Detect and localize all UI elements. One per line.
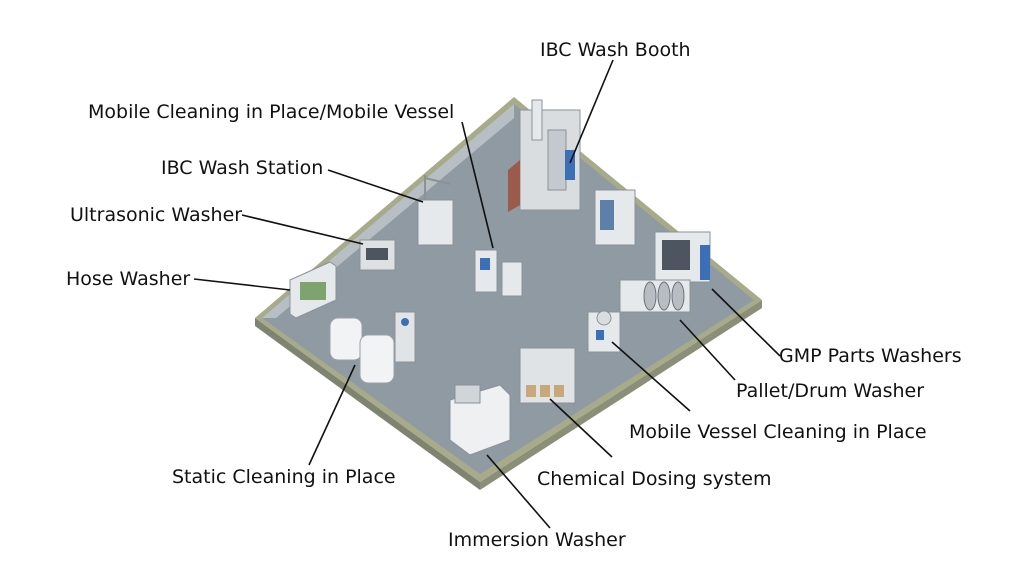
leader-ibc-wash-booth [569, 59, 614, 164]
label-hose-washer: Hose Washer [66, 268, 191, 290]
ibc-wash-booth [508, 99, 581, 212]
ultrasonic-washer-unit [359, 239, 396, 271]
label-mobile-vessel-cip: Mobile Vessel Cleaning in Place [629, 421, 927, 443]
leader-gmp-parts-washers [711, 288, 781, 357]
leader-static-cip [308, 364, 356, 466]
label-ultrasonic-washer: Ultrasonic Washer [70, 204, 243, 226]
mobile-cip-vessel-unit [474, 249, 523, 297]
label-pallet-drum-washer: Pallet/Drum Washer [736, 380, 925, 402]
static-cip-tanks [329, 311, 416, 384]
chemical-dosing-unit [519, 347, 576, 404]
label-immersion-washer: Immersion Washer [448, 529, 626, 551]
label-static-cip: Static Cleaning in Place [172, 466, 396, 488]
leader-immersion-washer [486, 454, 551, 529]
label-mobile-cip-vessel: Mobile Cleaning in Place/Mobile Vessel [88, 101, 455, 123]
leader-lines [193, 59, 781, 529]
gmp-parts-washers [594, 189, 711, 283]
leader-hose-washer [193, 278, 291, 291]
label-ibc-wash-station: IBC Wash Station [161, 157, 324, 179]
ibc-wash-station [417, 175, 454, 246]
leader-ibc-wash-station [327, 169, 424, 203]
label-gmp-parts-washers: GMP Parts Washers [779, 345, 962, 367]
immersion-washer-unit [449, 384, 511, 456]
hose-washer-unit [289, 261, 337, 319]
leader-mobile-cip-vessel [461, 121, 494, 249]
label-chemical-dosing: Chemical Dosing system [537, 468, 772, 490]
leader-ultrasonic-washer [241, 214, 364, 245]
leader-chemical-dosing [549, 398, 613, 458]
leader-pallet-drum-washer [679, 319, 736, 381]
leader-mobile-vessel-cip [611, 341, 691, 412]
pallet-drum-washer [619, 279, 691, 313]
label-ibc-wash-booth: IBC Wash Booth [540, 39, 691, 61]
